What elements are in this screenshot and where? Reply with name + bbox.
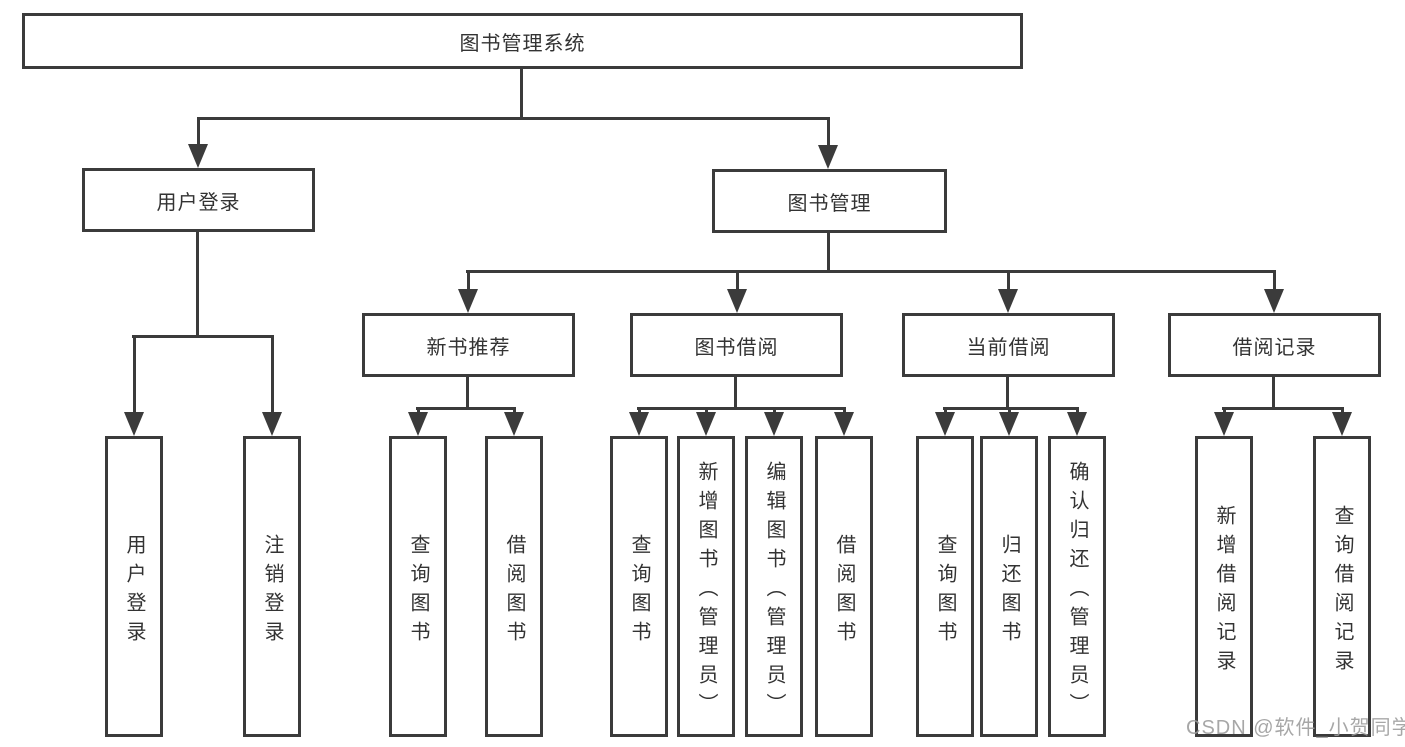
connector-stem xyxy=(734,377,737,407)
arrow-down-icon xyxy=(727,289,747,313)
leaf-logout: 注销登录 xyxy=(243,436,301,737)
connector-stem xyxy=(520,69,523,117)
node-current-borrowing: 当前借阅 xyxy=(902,313,1115,377)
arrow-down-icon xyxy=(1214,412,1234,436)
connector-rail xyxy=(637,407,846,410)
watermark: CSDN @软件_小贺同学 xyxy=(1186,717,1405,739)
leaf-add-books-admin: 新增图书（管理员） xyxy=(677,436,735,737)
node-label: 用户登录 xyxy=(156,191,241,214)
connector-arrow-shaft xyxy=(417,407,420,414)
arrow-down-icon xyxy=(764,412,784,436)
leaf-add-borrow-record: 新增借阅记录 xyxy=(1195,436,1253,737)
connector-rail xyxy=(132,335,274,338)
node-label: 图书管理系统 xyxy=(459,32,586,55)
node-label: 新书推荐 xyxy=(426,336,511,359)
leaf-borrow-books-recommend: 借阅图书 xyxy=(485,436,543,737)
connector-arrow-shaft xyxy=(197,117,200,146)
arrow-down-icon xyxy=(458,289,478,313)
connector-arrow-shaft xyxy=(133,335,136,414)
connector-rail xyxy=(197,117,830,120)
arrow-down-icon xyxy=(935,412,955,436)
connector-arrow-shaft xyxy=(827,117,830,147)
leaf-confirm-return-admin: 确认归还（管理员） xyxy=(1048,436,1106,737)
connector-stem xyxy=(466,377,469,407)
node-label: 图书借阅 xyxy=(694,336,779,359)
connector-arrow-shaft xyxy=(1076,407,1079,414)
arrow-down-icon xyxy=(408,412,428,436)
connector-arrow-shaft xyxy=(638,407,641,414)
leaf-query-books-borrow: 查询图书 xyxy=(610,436,668,737)
arrow-down-icon xyxy=(124,412,144,436)
connector-rail xyxy=(1222,407,1344,410)
connector-arrow-shaft xyxy=(944,407,947,414)
connector-rail xyxy=(466,270,1276,273)
node-label: 借阅记录 xyxy=(1232,336,1317,359)
arrow-down-icon xyxy=(1264,289,1284,313)
arrow-down-icon xyxy=(1067,412,1087,436)
connector-stem xyxy=(1006,377,1009,407)
node-book-management: 图书管理 xyxy=(712,169,947,233)
connector-arrow-shaft xyxy=(271,335,274,414)
connector-arrow-shaft xyxy=(705,407,708,414)
arrow-down-icon xyxy=(262,412,282,436)
arrow-down-icon xyxy=(188,144,208,168)
connector-stem xyxy=(196,232,199,335)
connector-rail xyxy=(416,407,516,410)
leaf-query-books-recommend: 查询图书 xyxy=(389,436,447,737)
leaf-query-borrow-record: 查询借阅记录 xyxy=(1313,436,1371,737)
node-user-login: 用户登录 xyxy=(82,168,315,232)
arrow-down-icon xyxy=(696,412,716,436)
node-label: 当前借阅 xyxy=(966,336,1051,359)
node-borrowing-records: 借阅记录 xyxy=(1168,313,1381,377)
connector-stem xyxy=(1272,377,1275,407)
node-label: 图书管理 xyxy=(787,192,872,215)
arrow-down-icon xyxy=(834,412,854,436)
arrow-down-icon xyxy=(504,412,524,436)
leaf-edit-books-admin: 编辑图书（管理员） xyxy=(745,436,803,737)
arrow-down-icon xyxy=(998,289,1018,313)
node-book-borrowing: 图书借阅 xyxy=(630,313,843,377)
connector-arrow-shaft xyxy=(1008,407,1011,414)
connector-arrow-shaft xyxy=(1341,407,1344,414)
connector-arrow-shaft xyxy=(843,407,846,414)
node-root-library-management-system: 图书管理系统 xyxy=(22,13,1023,69)
connector-stem xyxy=(827,233,830,270)
connector-arrow-shaft xyxy=(736,270,739,291)
connector-arrow-shaft xyxy=(773,407,776,414)
connector-arrow-shaft xyxy=(1223,407,1226,414)
connector-arrow-shaft xyxy=(513,407,516,414)
leaf-query-books-current: 查询图书 xyxy=(916,436,974,737)
connector-arrow-shaft xyxy=(1007,270,1010,291)
arrow-down-icon xyxy=(999,412,1019,436)
arrow-down-icon xyxy=(1332,412,1352,436)
leaf-return-books: 归还图书 xyxy=(980,436,1038,737)
connector-arrow-shaft xyxy=(1273,270,1276,291)
arrow-down-icon xyxy=(818,145,838,169)
leaf-user-login: 用户登录 xyxy=(105,436,163,737)
leaf-borrow-books: 借阅图书 xyxy=(815,436,873,737)
connector-rail xyxy=(943,407,1079,410)
node-new-book-recommendation: 新书推荐 xyxy=(362,313,575,377)
arrow-down-icon xyxy=(629,412,649,436)
connector-arrow-shaft xyxy=(467,270,470,291)
